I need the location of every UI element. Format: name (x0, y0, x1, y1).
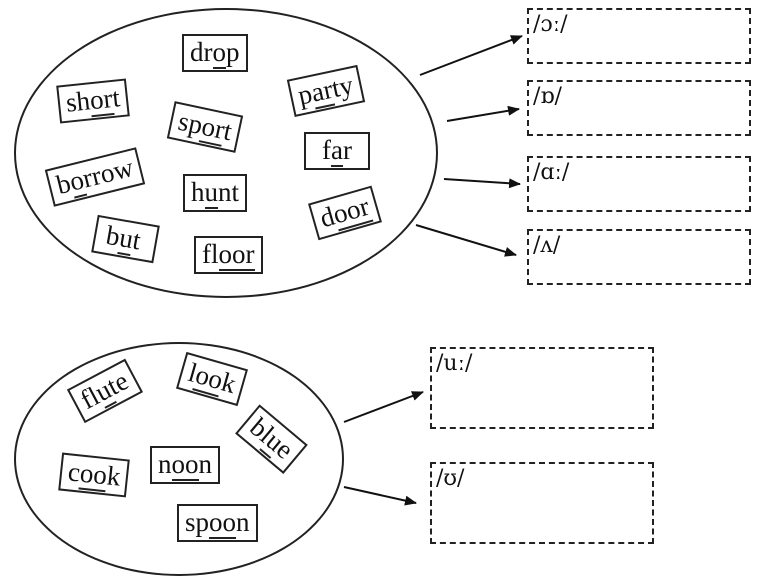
arrow-3 (443, 178, 521, 189)
word-pool-ellipse-2 (14, 342, 344, 576)
arrow-6 (343, 486, 417, 506)
word-pre: dr (190, 37, 213, 67)
arrow-2 (446, 105, 520, 122)
word-pre: sp (185, 507, 210, 537)
word-card-hunt[interactable]: hunt (183, 174, 248, 212)
sound-box-1[interactable]: /ɔː/ (527, 8, 751, 64)
word-card-floor[interactable]: floor (194, 236, 263, 274)
phoneme-label: /ʌ/ (533, 233, 561, 258)
underlined-letters: o (212, 37, 226, 69)
underlined-letters: u (204, 177, 218, 209)
word-card-short[interactable]: short (56, 78, 130, 124)
word-post: nt (218, 177, 240, 207)
word-pre: fl (202, 239, 219, 269)
word-pre: sh (64, 85, 92, 118)
word-card-drop[interactable]: drop (182, 34, 248, 72)
phoneme-label: /uː/ (436, 351, 473, 376)
underlined-letters: or (88, 83, 115, 118)
underlined-letters: oo (78, 457, 109, 493)
arrow-1 (419, 35, 523, 76)
sound-box-2[interactable]: /ɒ/ (527, 80, 751, 136)
word-pool-ellipse-1 (14, 8, 438, 298)
phoneme-label: /ɒ/ (533, 84, 562, 109)
word-pre: h (191, 177, 205, 207)
sound-box-3[interactable]: /ɑː/ (527, 156, 751, 212)
phoneme-label: /ʊ/ (436, 466, 465, 491)
word-post: r (342, 135, 352, 165)
word-pre: n (158, 449, 172, 479)
word-card-spoon[interactable]: spoon (177, 504, 258, 542)
word-card-cook[interactable]: cook (58, 452, 131, 498)
arrow-4 (415, 224, 517, 257)
underlined-letters: a (331, 135, 343, 167)
arrow-5 (343, 391, 424, 423)
word-card-far[interactable]: far (304, 132, 370, 170)
word-post: ty (329, 69, 356, 104)
phoneme-label: /ɔː/ (533, 12, 568, 37)
word-pre: f (322, 135, 331, 165)
sound-box-5[interactable]: /uː/ (430, 347, 654, 429)
word-post: rrow (79, 152, 137, 194)
word-card-noon[interactable]: noon (150, 446, 220, 484)
word-post: n (236, 507, 250, 537)
sound-box-6[interactable]: /ʊ/ (430, 462, 654, 544)
phoneme-label: /ɑː/ (533, 160, 570, 185)
underlined-letters: oo (171, 449, 199, 481)
sound-box-4[interactable]: /ʌ/ (527, 229, 751, 285)
underlined-letters: oo (209, 507, 237, 539)
word-post: p (226, 37, 240, 67)
underlined-letters: oor (218, 239, 255, 271)
word-post: k (105, 460, 123, 492)
word-post: n (198, 449, 213, 479)
